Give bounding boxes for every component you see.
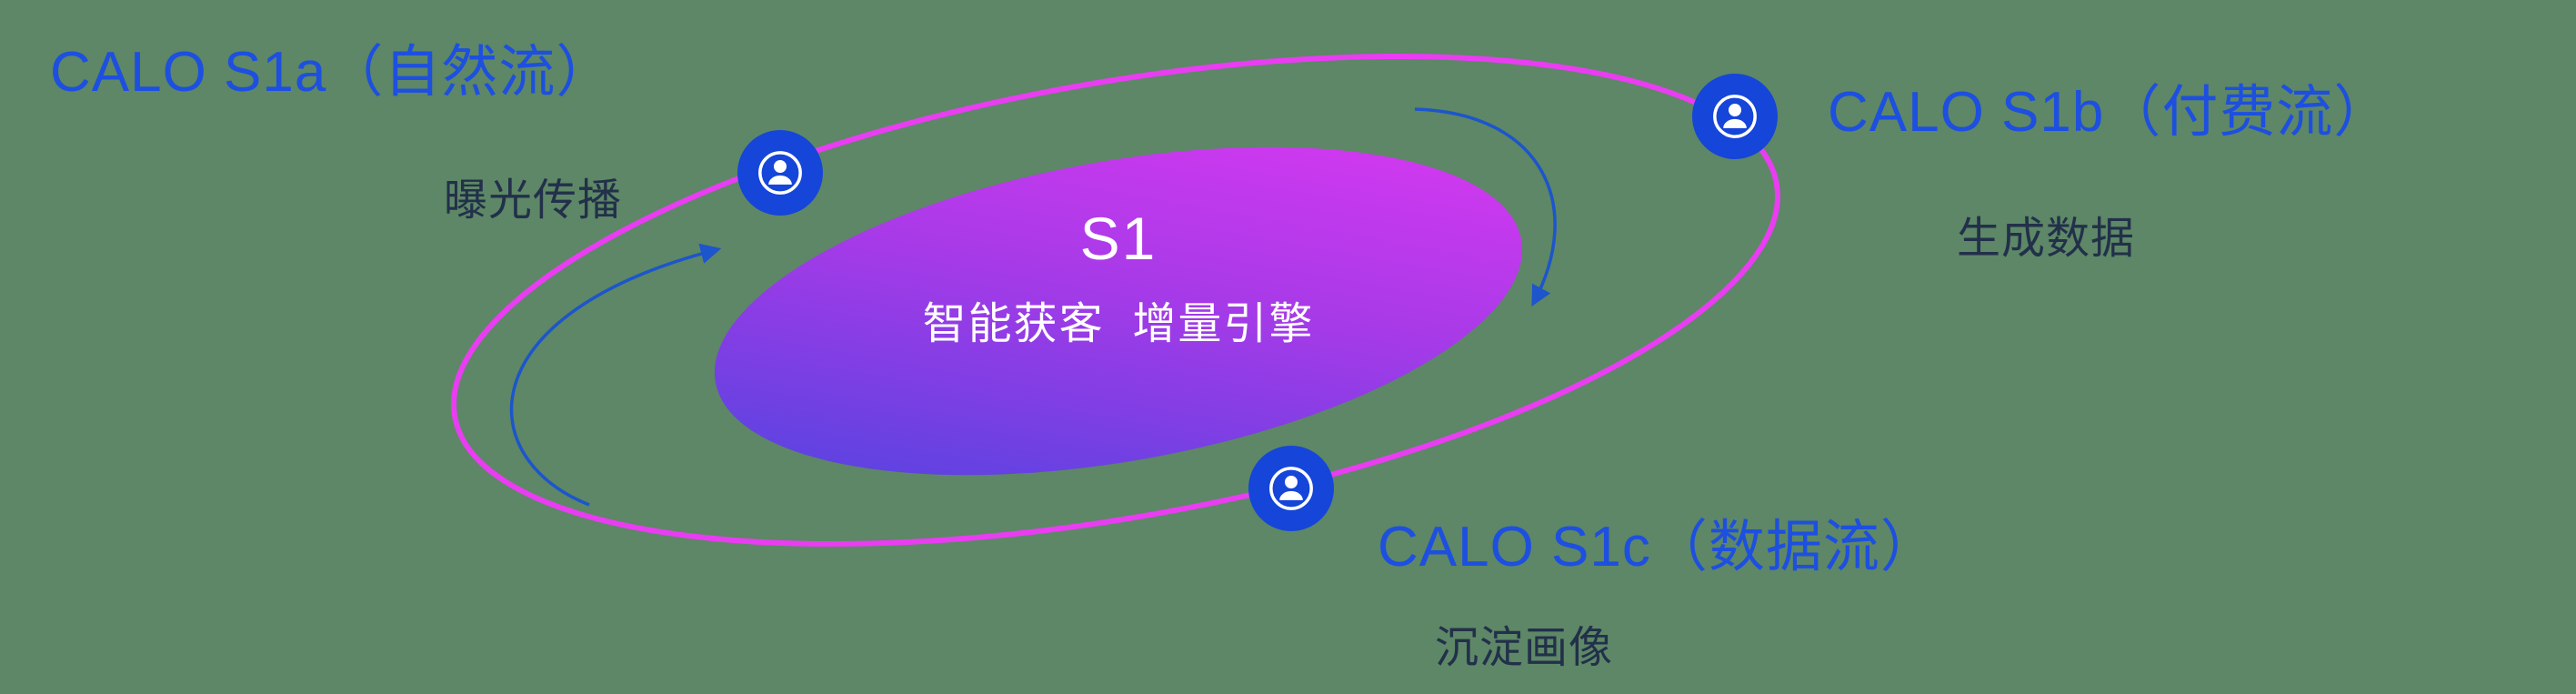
node-s1a (737, 130, 823, 216)
node-s1a-subtitle: 曝光传播 (444, 176, 623, 225)
node-s1c-subtitle: 沉淀画像 (1435, 624, 1614, 672)
person-icon (1269, 467, 1313, 510)
node-s1c-title: CALO S1c（数据流） (1378, 516, 1938, 578)
center-subtitle: 智能获客 增量引擎 (922, 300, 1315, 348)
center-label-group: S1 智能获客 增量引擎 (923, 204, 1315, 351)
node-s1b-subtitle: 生成数据 (1957, 215, 2136, 263)
node-s1b-title: CALO S1b（付费流） (1828, 81, 2391, 144)
node-s1b (1692, 74, 1778, 159)
flow-arrow-left (509, 243, 722, 507)
node-s1c (1248, 446, 1334, 531)
center-title: S1 (1079, 205, 1158, 272)
person-icon (758, 151, 802, 195)
flow-arrow-right (1414, 107, 1557, 307)
center-gradient-ellipse (714, 146, 1523, 476)
person-icon (1713, 95, 1757, 138)
orbit-ring (451, 54, 1780, 547)
node-s1a-title: CALO S1a（自然流） (50, 41, 614, 104)
